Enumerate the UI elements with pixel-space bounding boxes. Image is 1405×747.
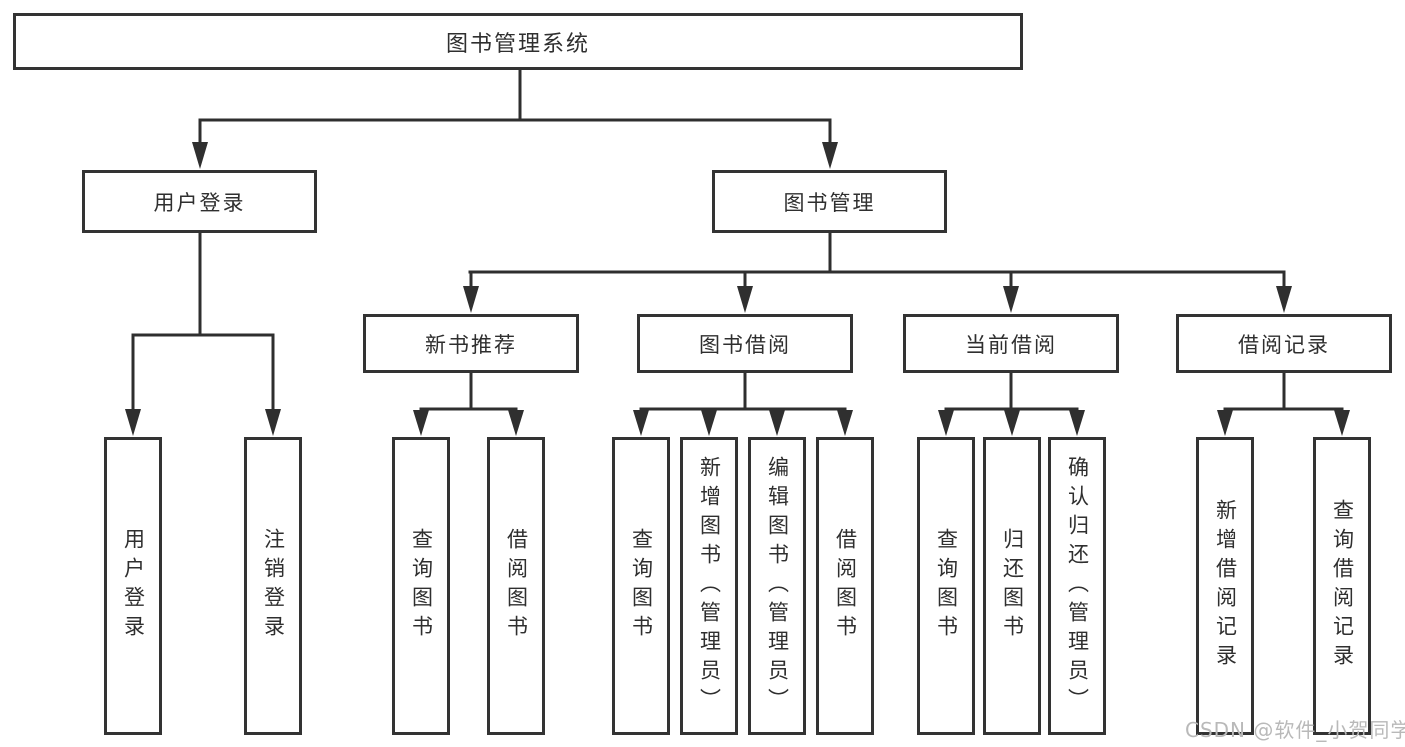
leaf-query-book: 查询图书 [392,437,450,735]
csdn-watermark: CSDN @软件_小贺同学 [1185,718,1405,742]
node-borrow-record: 借阅记录 [1176,314,1392,373]
leaf-logout: 注销登录 [244,437,302,735]
node-label: 借阅记录 [1238,332,1330,357]
leaf-borrow-book: 借阅图书 [487,437,545,735]
node-current-borrow: 当前借阅 [903,314,1119,373]
node-new-book-recommend: 新书推荐 [363,314,579,373]
node-label: 图书管理 [783,190,876,215]
leaf-query-book: 查询图书 [917,437,975,735]
node-label: 图书管理系统 [445,31,590,57]
leaf-add-book-admin: 新增图书（管理员） [680,437,738,735]
node-label: 用户登录 [153,190,246,215]
node-book-management: 图书管理 [712,170,947,233]
leaf-query-borrow-record: 查询借阅记录 [1313,437,1371,735]
leaf-confirm-return-admin: 确认归还（管理员） [1048,437,1106,735]
leaf-edit-book-admin: 编辑图书（管理员） [748,437,806,735]
leaf-return-book: 归还图书 [983,437,1041,735]
node-label: 新书推荐 [425,332,517,357]
leaf-borrow-book: 借阅图书 [816,437,874,735]
node-book-borrow: 图书借阅 [637,314,853,373]
leaf-user-login: 用户登录 [104,437,162,735]
node-label: 图书借阅 [699,332,791,357]
node-user-login: 用户登录 [82,170,317,233]
leaf-query-book: 查询图书 [612,437,670,735]
leaf-add-borrow-record: 新增借阅记录 [1196,437,1254,735]
node-label: 当前借阅 [965,332,1057,357]
node-root-library-system: 图书管理系统 [13,13,1023,70]
